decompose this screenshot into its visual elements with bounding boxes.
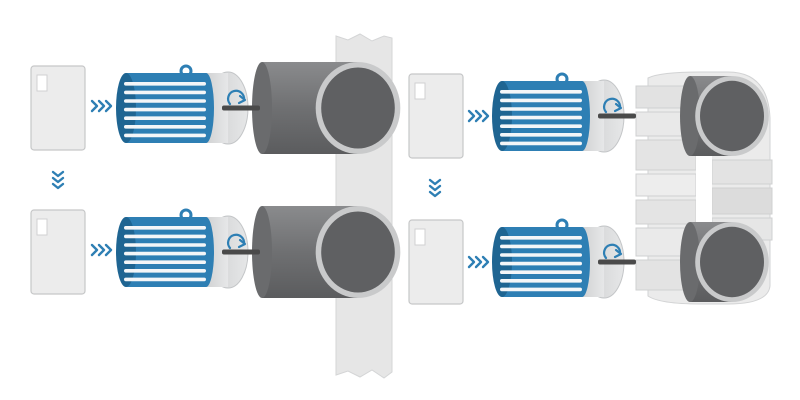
chevron-right-icon xyxy=(90,243,113,257)
motor-icon xyxy=(116,208,260,289)
motor-icon xyxy=(492,218,636,299)
single-roller-web-panel xyxy=(30,62,401,298)
rotation-arrow-icon xyxy=(603,97,623,114)
roller-icon xyxy=(680,222,769,302)
controller-icon xyxy=(408,219,464,305)
chevron-down-icon xyxy=(51,170,65,190)
rotation-arrow-icon xyxy=(227,233,247,250)
controller-icon xyxy=(408,73,464,159)
drive-unit xyxy=(30,206,401,298)
controller-icon xyxy=(30,65,86,151)
motor-icon xyxy=(116,64,260,145)
chevron-right-icon xyxy=(90,99,113,113)
roller-icon xyxy=(252,206,401,298)
chevron-right-icon xyxy=(467,109,490,123)
rotation-arrow-icon xyxy=(227,89,247,106)
drive-unit xyxy=(408,218,636,305)
roller-icon xyxy=(680,76,769,156)
chevron-down-icon xyxy=(428,178,442,198)
wrapped-belt-panel xyxy=(408,72,769,305)
controller-icon xyxy=(30,209,86,295)
roller-icon xyxy=(252,62,401,154)
chevron-right-icon xyxy=(467,255,490,269)
drive-unit xyxy=(30,62,401,154)
motor-icon xyxy=(492,72,636,153)
drive-unit xyxy=(408,72,636,159)
rotation-arrow-icon xyxy=(603,243,623,260)
